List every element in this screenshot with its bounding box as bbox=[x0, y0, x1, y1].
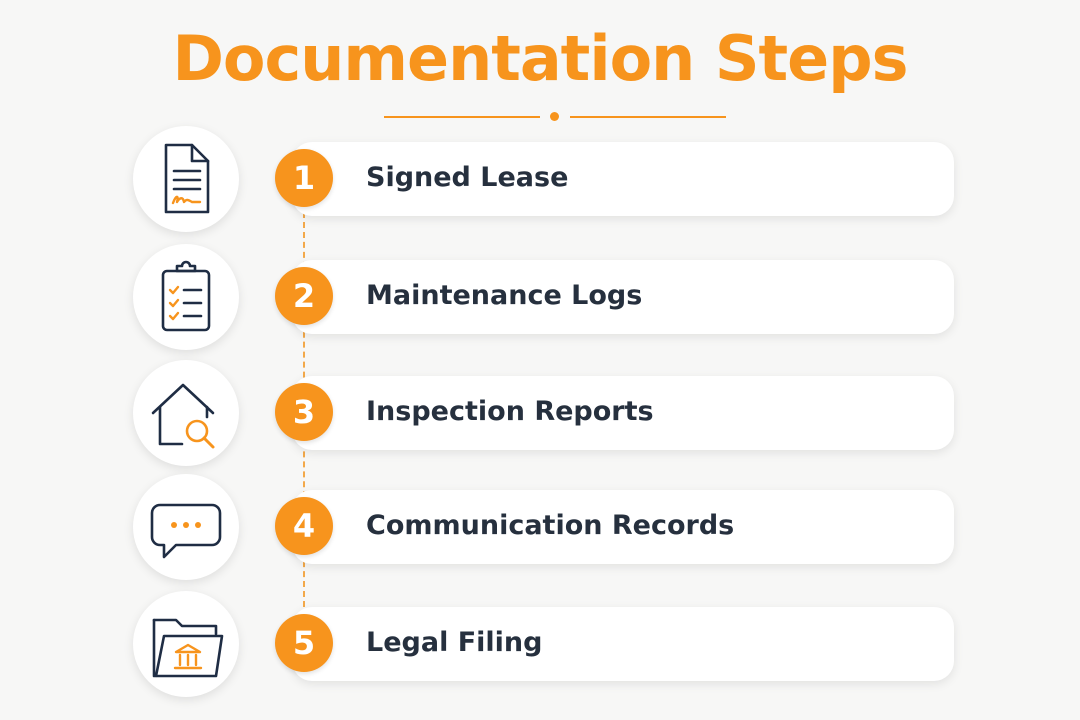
clipboard-checklist-icon bbox=[133, 244, 239, 350]
step-number-badge: 1 bbox=[275, 149, 333, 207]
step-2: 2 Maintenance Logs bbox=[0, 242, 1080, 360]
step-card bbox=[292, 260, 954, 334]
title-divider bbox=[384, 110, 726, 124]
step-card bbox=[292, 142, 954, 216]
speech-bubble-icon bbox=[133, 474, 239, 580]
step-4: 4 Communication Records bbox=[0, 472, 1080, 590]
step-label: Maintenance Logs bbox=[366, 280, 643, 311]
step-label: Communication Records bbox=[366, 510, 735, 541]
step-label: Inspection Reports bbox=[366, 396, 654, 427]
step-5: 5 Legal Filing bbox=[0, 589, 1080, 707]
page-title: Documentation Steps bbox=[172, 22, 908, 95]
step-number-badge: 2 bbox=[275, 267, 333, 325]
step-card bbox=[292, 376, 954, 450]
step-number-badge: 4 bbox=[275, 497, 333, 555]
lease-document-icon bbox=[133, 126, 239, 232]
step-number-badge: 3 bbox=[275, 383, 333, 441]
step-1: 1 Signed Lease bbox=[0, 124, 1080, 242]
step-label: Signed Lease bbox=[366, 162, 569, 193]
step-label: Legal Filing bbox=[366, 627, 543, 658]
step-3: 3 Inspection Reports bbox=[0, 358, 1080, 476]
step-card bbox=[292, 607, 954, 681]
house-magnifier-icon bbox=[133, 360, 239, 466]
folder-courthouse-icon bbox=[133, 591, 239, 697]
step-number-badge: 5 bbox=[275, 614, 333, 672]
step-card bbox=[292, 490, 954, 564]
